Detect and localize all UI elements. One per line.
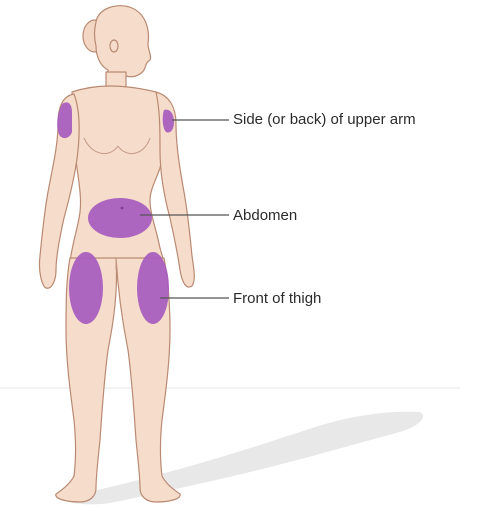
body-silhouette: [39, 6, 194, 502]
abdomen-site: [88, 198, 152, 238]
abdomen-label: Abdomen: [233, 208, 297, 223]
thigh-site-right: [137, 252, 169, 324]
body-shadow: [60, 412, 423, 505]
thigh-site-left: [69, 252, 103, 324]
thigh-label: Front of thigh: [233, 291, 321, 306]
navel: [121, 207, 124, 210]
upper-arm-label: Side (or back) of upper arm: [233, 112, 416, 127]
